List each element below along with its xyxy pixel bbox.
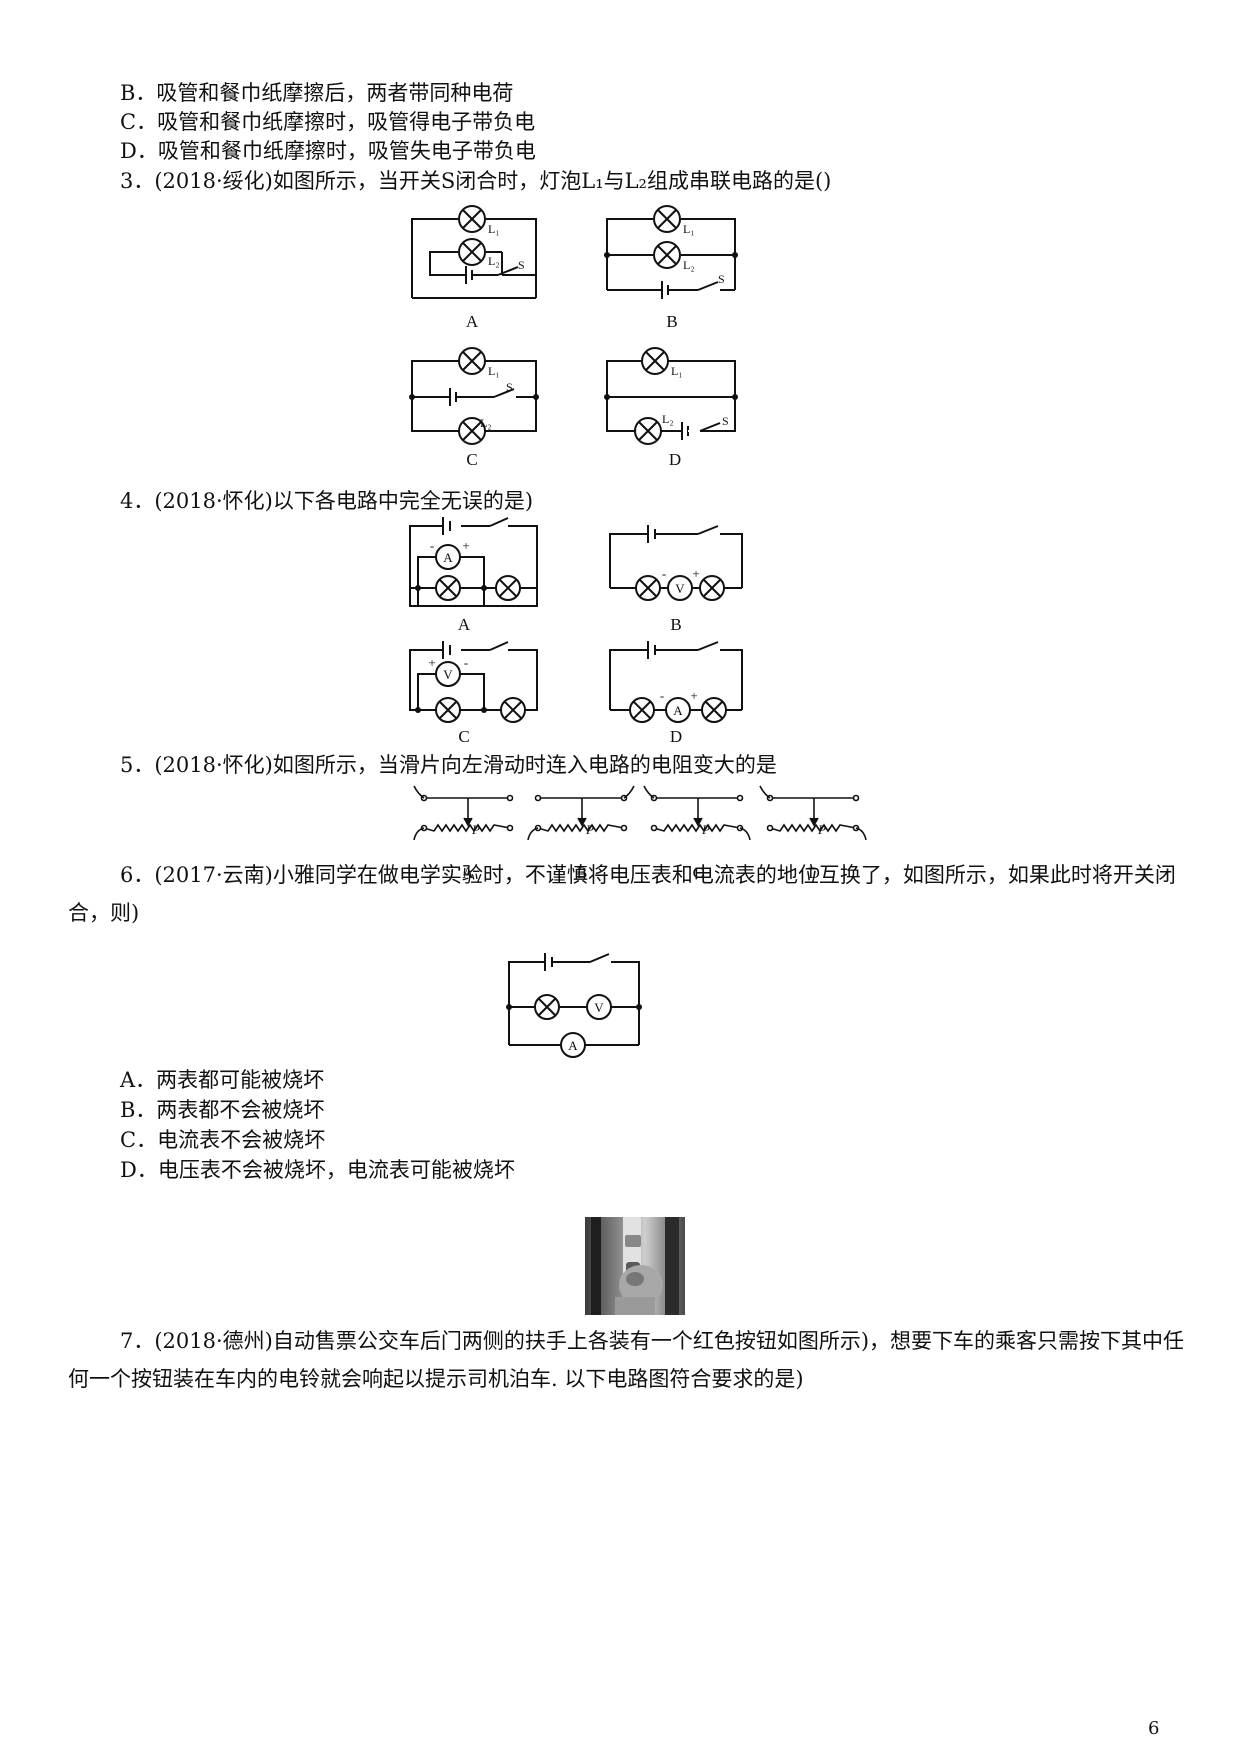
q4d-plus-label: + (690, 688, 697, 703)
q2-option-b: B．吸管和餐巾纸摩擦后，两者带同种电荷 (120, 81, 514, 105)
q3a-lamp1-label: L₁ (488, 222, 500, 236)
q3-circuit-figure: L₁ L₂ S L₁ L₂ S L₁ S L₂ L₁ L₂ S A B C D (409, 205, 738, 469)
q6-option-d: D．电压表不会被烧坏，电流表可能被烧坏 (120, 1158, 515, 1182)
q3-label-c: C (466, 450, 477, 469)
q4-label-c: C (458, 727, 469, 744)
q6-option-c: C．电流表不会被烧坏 (120, 1128, 326, 1152)
q5b-slider-label: P (585, 822, 594, 837)
bus-button-photo (585, 1217, 685, 1315)
q4b-voltmeter-label: V (675, 581, 685, 596)
q5-label-d: D (808, 865, 820, 880)
q4d-minus-label: - (660, 688, 664, 703)
q5-label-b: B (577, 865, 588, 880)
q3d-lamp1-label: L₁ (671, 364, 683, 378)
q3c-lamp1-label: L₁ (488, 364, 500, 378)
q5c-slider-label: P (701, 822, 710, 837)
q3b-lamp2-label: L₂ (683, 258, 695, 272)
q4c-minus-label: - (464, 655, 468, 670)
q4-label-b: B (670, 615, 681, 634)
q4-stem: 4．(2018·怀化)以下各电路中完全无误的是) (120, 489, 534, 513)
q3d-lamp2-label: L₂ (662, 412, 674, 426)
q2-option-c: C．吸管和餐巾纸摩擦时，吸管得电子带负电 (120, 110, 536, 134)
q4c-plus-label: + (428, 655, 435, 670)
q3-label-d: D (669, 450, 681, 469)
q4-label-a: A (458, 615, 471, 634)
q4b-plus-label: + (692, 566, 699, 581)
q3c-lamp2-label: L₂ (480, 416, 492, 430)
q3-label-a: A (466, 312, 479, 331)
q4a-minus-label: - (430, 538, 434, 553)
q7-stem: 7．(2018·德州)自动售票公交车后门两侧的扶手上各装有一个红色按钮如图所示)… (68, 1329, 1185, 1391)
q2-option-d: D．吸管和餐巾纸摩擦时，吸管失电子带负电 (120, 139, 536, 163)
q5d-slider-label: P (817, 822, 826, 837)
q4c-voltmeter-label: V (443, 667, 453, 682)
q5-label-c: C (693, 865, 704, 880)
q4d-ammeter-label: A (673, 703, 683, 718)
q3d-switch-label: S (722, 414, 729, 428)
q4b-minus-label: - (662, 566, 666, 581)
q3a-switch-label: S (518, 258, 525, 272)
q5-rheostat-figure: A B C D P P P P (413, 785, 867, 880)
q6-option-b: B．两表都不会被烧坏 (120, 1098, 325, 1122)
q6-stem: 6．(2017·云南)小雅同学在做电学实验时，不谨慎将电压表和电流表的地位互换了… (68, 863, 1176, 925)
q3-label-b: B (666, 312, 677, 331)
q3c-switch-label: S (506, 380, 513, 394)
q6-voltmeter-label: V (594, 1000, 604, 1015)
q3b-switch-label: S (718, 272, 725, 286)
q6-option-a: A．两表都可能被烧坏 (120, 1068, 325, 1092)
q3-stem: 3．(2018·绥化)如图所示，当开关S闭合时，灯泡L₁与L₂组成串联电路的是(… (120, 169, 832, 193)
q5a-slider-label: P (471, 822, 480, 837)
q3a-lamp2-label: L₂ (488, 254, 500, 268)
q4a-ammeter-label: A (443, 550, 453, 565)
q5-label-a: A (462, 865, 474, 880)
q4-label-d: D (670, 727, 682, 744)
q6-circuit-figure: V A (506, 953, 642, 1058)
q5-stem: 5．(2018·怀化)如图所示，当滑片向左滑动时连入电路的电阻变大的是 (120, 753, 777, 777)
q4a-plus-label: + (462, 538, 469, 553)
q6-ammeter-label: A (568, 1038, 578, 1053)
q4-circuit-figure: A - + V - + V + - A - + A B C D (409, 517, 743, 744)
q3b-lamp1-label: L₁ (683, 222, 695, 236)
page-number: 6 (1148, 1718, 1160, 1739)
